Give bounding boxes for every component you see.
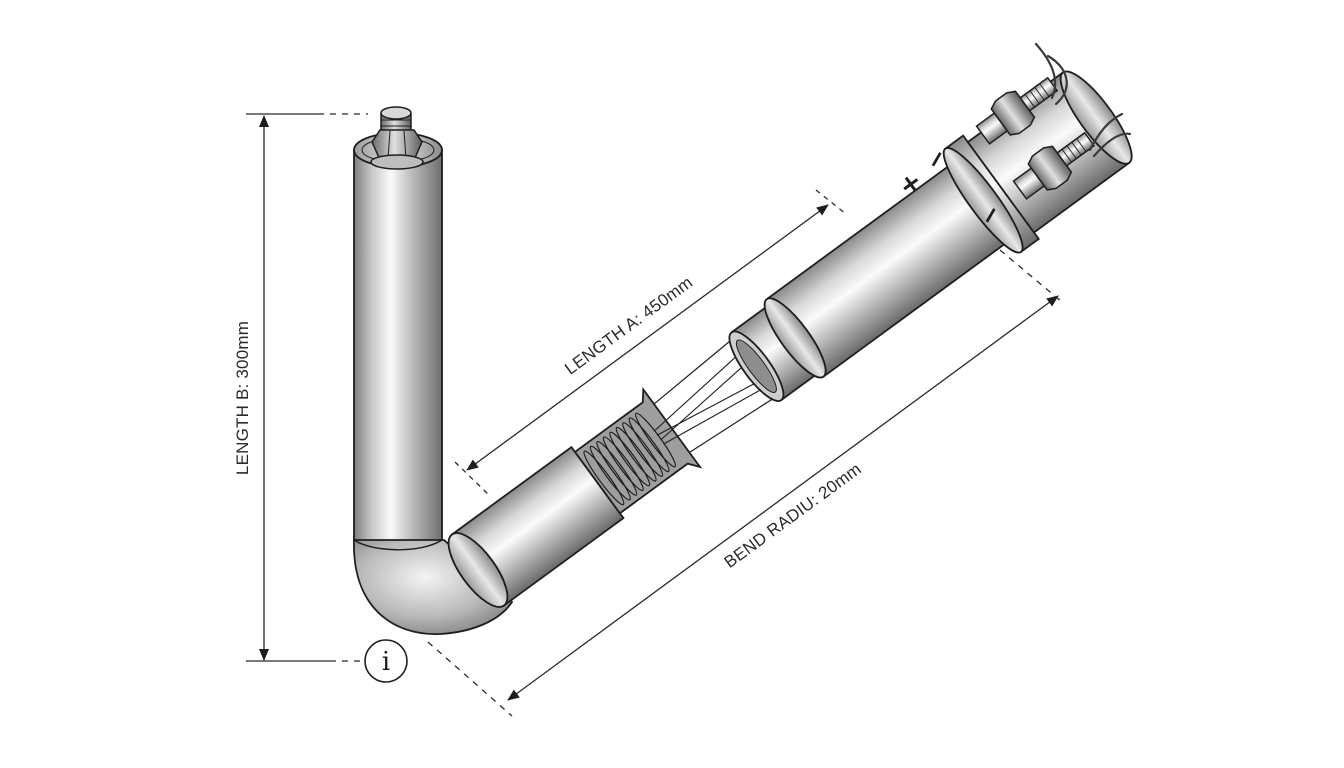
terminal-upper — [975, 76, 1059, 145]
lead-wires — [1034, 42, 1132, 158]
terminal-lower — [1012, 131, 1096, 200]
bend-radius-extension-left — [427, 641, 513, 717]
dimension-lines — [246, 113, 1063, 717]
diagonal-tube — [447, 70, 1133, 608]
vertical-tube — [353, 132, 443, 543]
bend-radius-label: BEND RADIU: 20mm — [721, 459, 865, 572]
length-a-extension-left — [454, 461, 491, 497]
bend-radius-extension-right — [999, 249, 1063, 303]
length-b-label: LENGTH B: 300mm — [233, 321, 252, 475]
svg-text:i: i — [382, 647, 390, 677]
tube-elbow — [353, 539, 514, 635]
length-a-label: LENGTH A: 450mm — [561, 273, 696, 379]
info-icon[interactable]: i — [364, 639, 408, 683]
bend-radius-dimension-line — [507, 295, 1059, 701]
length-a-extension-right — [815, 189, 847, 215]
top-nut — [370, 106, 424, 170]
heating-coil — [583, 412, 677, 506]
